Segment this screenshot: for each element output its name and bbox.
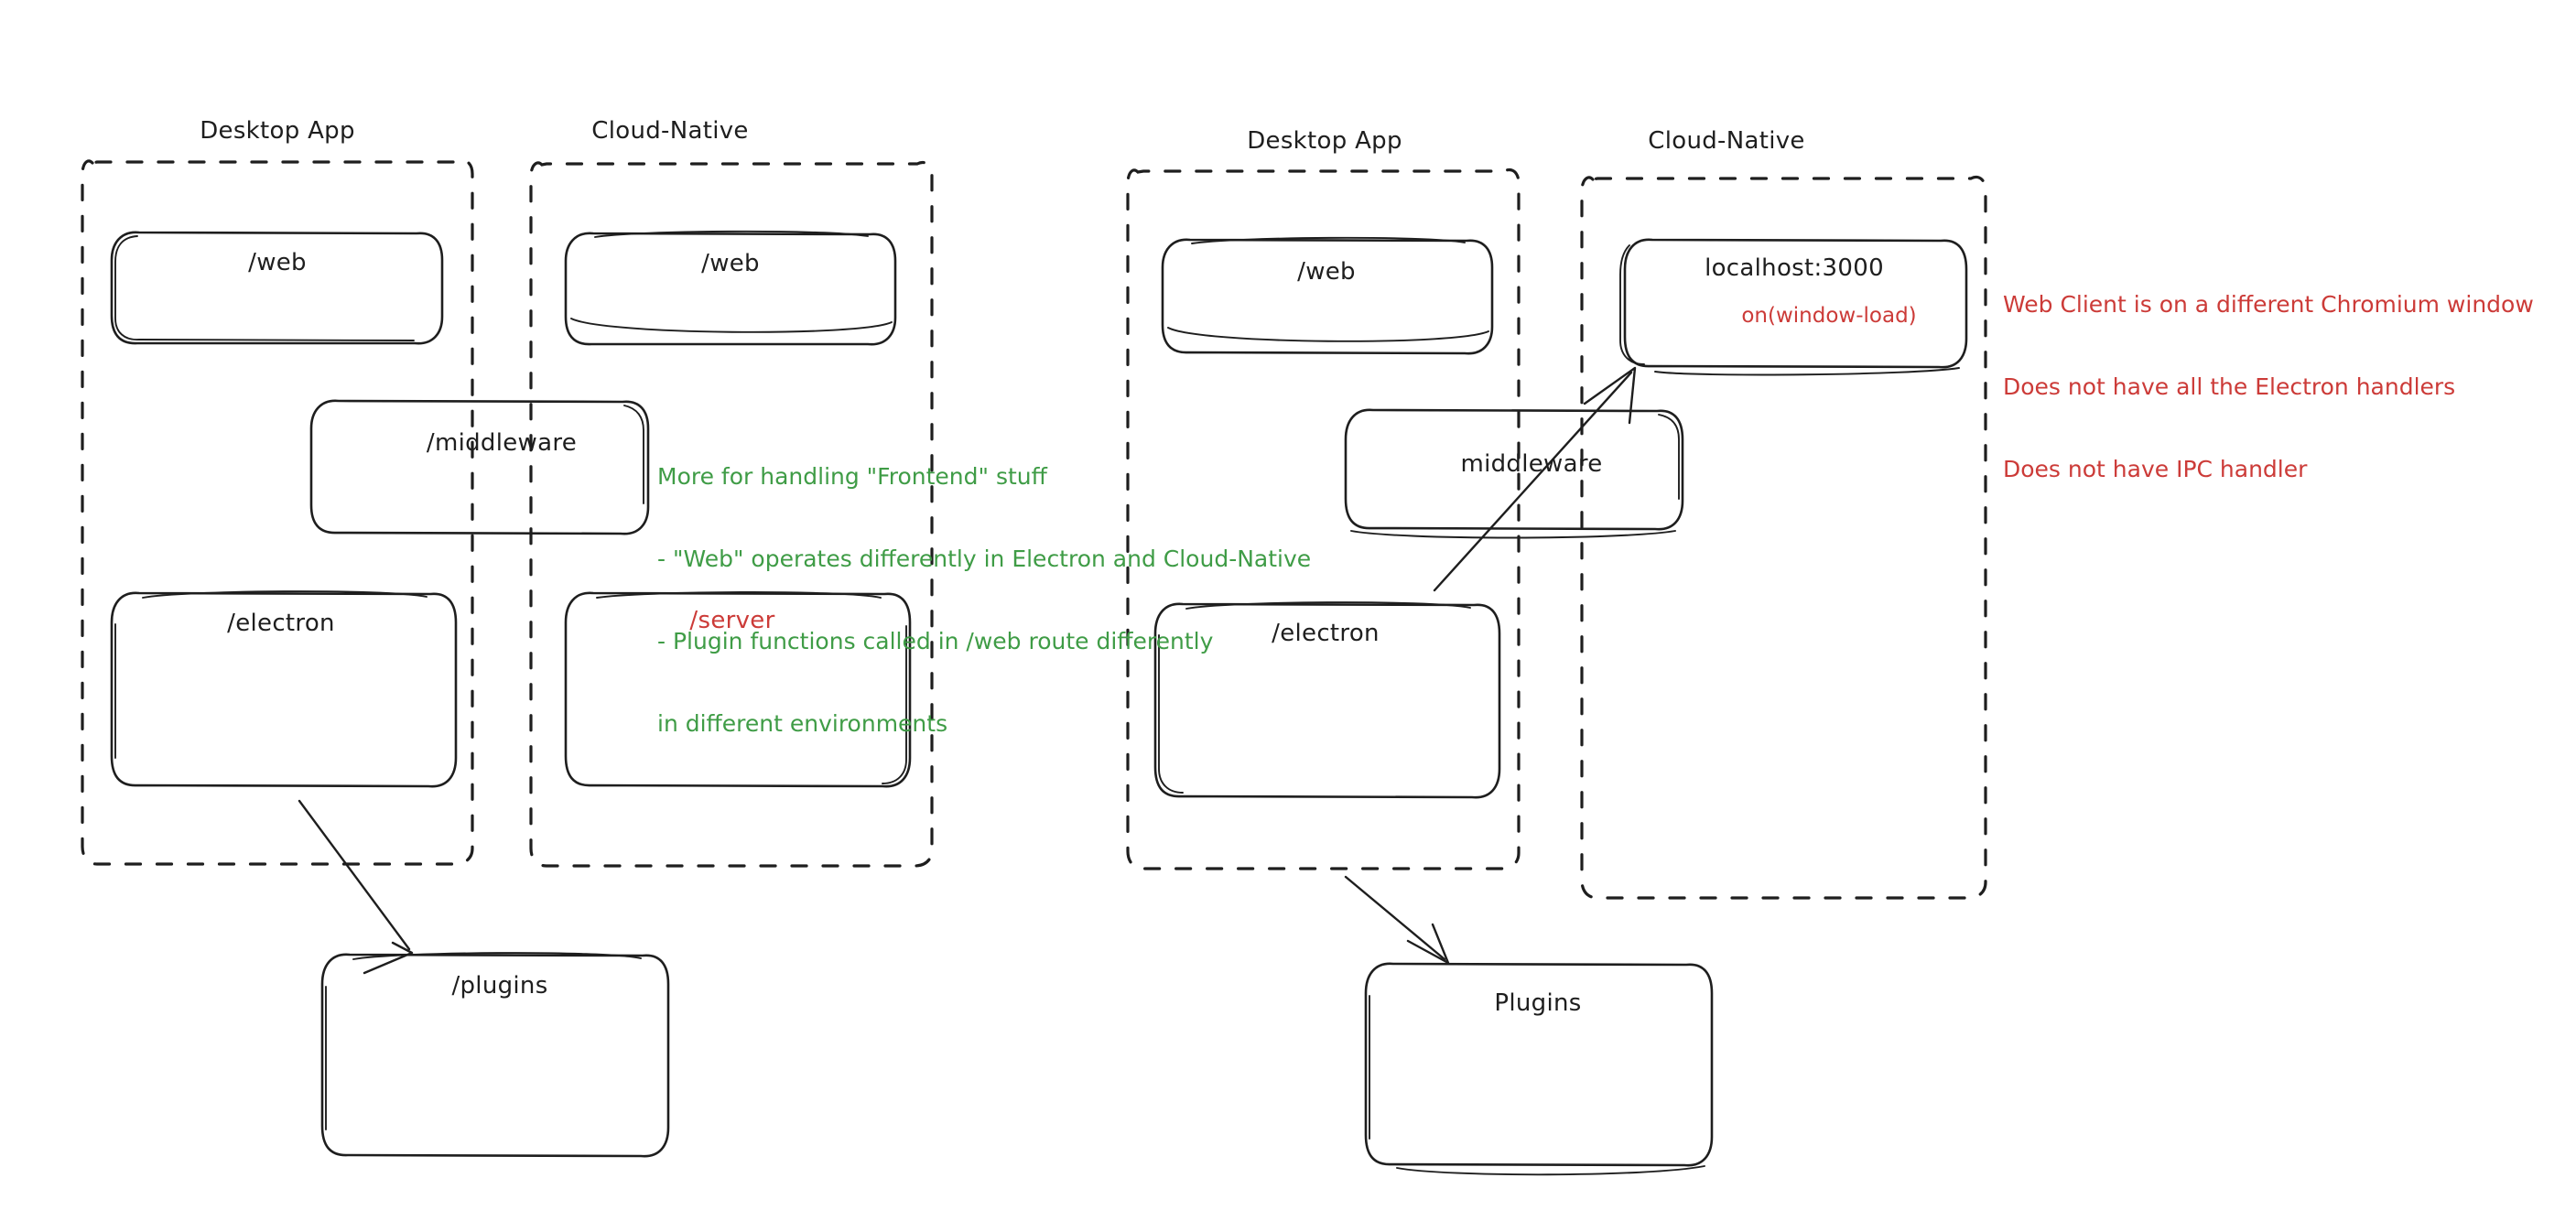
right-group-label-desktop-app: Desktop App <box>1247 127 1402 155</box>
left-group-cloud-native <box>529 160 934 868</box>
left-group-label-desktop-app: Desktop App <box>200 117 355 145</box>
annotation-red-line-2: Does not have all the Electron handlers <box>2003 373 2456 400</box>
arrow-right-electron-to-localhost <box>1433 366 1637 592</box>
right-node-label-plugins: Plugins <box>1494 989 1582 1017</box>
right-node-label-localhost: localhost:3000 <box>1705 254 1884 282</box>
left-node-web-cloud <box>564 230 897 346</box>
right-node-plugins <box>1364 962 1714 1176</box>
right-node-web <box>1161 236 1494 355</box>
left-node-server <box>564 591 912 788</box>
right-group-cloud-native <box>1580 175 1987 900</box>
annotation-red-line-3: Does not have IPC handler <box>2003 456 2308 482</box>
left-node-label-web-cloud: /web <box>701 250 760 277</box>
right-node-label-electron: /electron <box>1272 620 1380 647</box>
right-node-label-middleware: middleware <box>1460 450 1603 478</box>
left-node-label-web-desktop: /web <box>248 249 307 276</box>
right-node-sublabel-on-window-load: on(window-load) <box>1741 304 1917 328</box>
left-group-desktop-app <box>81 158 474 866</box>
left-node-plugins <box>320 952 670 1158</box>
left-node-middleware <box>309 399 650 535</box>
right-node-label-web: /web <box>1297 258 1356 286</box>
left-node-label-electron: /electron <box>227 610 335 637</box>
arrow-right-electron-to-plugins <box>1344 875 1450 965</box>
right-node-electron <box>1153 601 1501 799</box>
annotation-red-line-1: Web Client is on a different Chromium wi… <box>2003 291 2534 318</box>
annotation-green-line-2: - "Web" operates differently in Electron… <box>657 546 1312 572</box>
left-node-label-plugins: /plugins <box>451 972 548 1000</box>
arrow-left-electron-to-plugins <box>298 799 414 975</box>
left-node-label-middleware: /middleware <box>426 429 578 457</box>
right-group-label-cloud-native: Cloud-Native <box>1648 127 1805 155</box>
annotation-green-line-1: More for handling "Frontend" stuff <box>657 463 1047 490</box>
left-node-label-server: /server <box>689 607 775 634</box>
annotation-green-line-3: - Plugin functions called in /web route … <box>657 628 1214 654</box>
right-node-middleware <box>1344 408 1684 539</box>
right-group-desktop-app <box>1126 168 1521 870</box>
left-group-label-cloud-native: Cloud-Native <box>591 117 749 145</box>
left-node-web-desktop <box>110 231 444 345</box>
annotation-green-note: More for handling "Frontend" stuff - "We… <box>657 408 1311 793</box>
annotation-red-note: Web Client is on a different Chromium wi… <box>2003 236 2534 538</box>
annotation-green-line-4: in different environments <box>657 710 948 737</box>
right-node-localhost <box>1619 238 1968 376</box>
left-node-electron <box>110 590 458 788</box>
